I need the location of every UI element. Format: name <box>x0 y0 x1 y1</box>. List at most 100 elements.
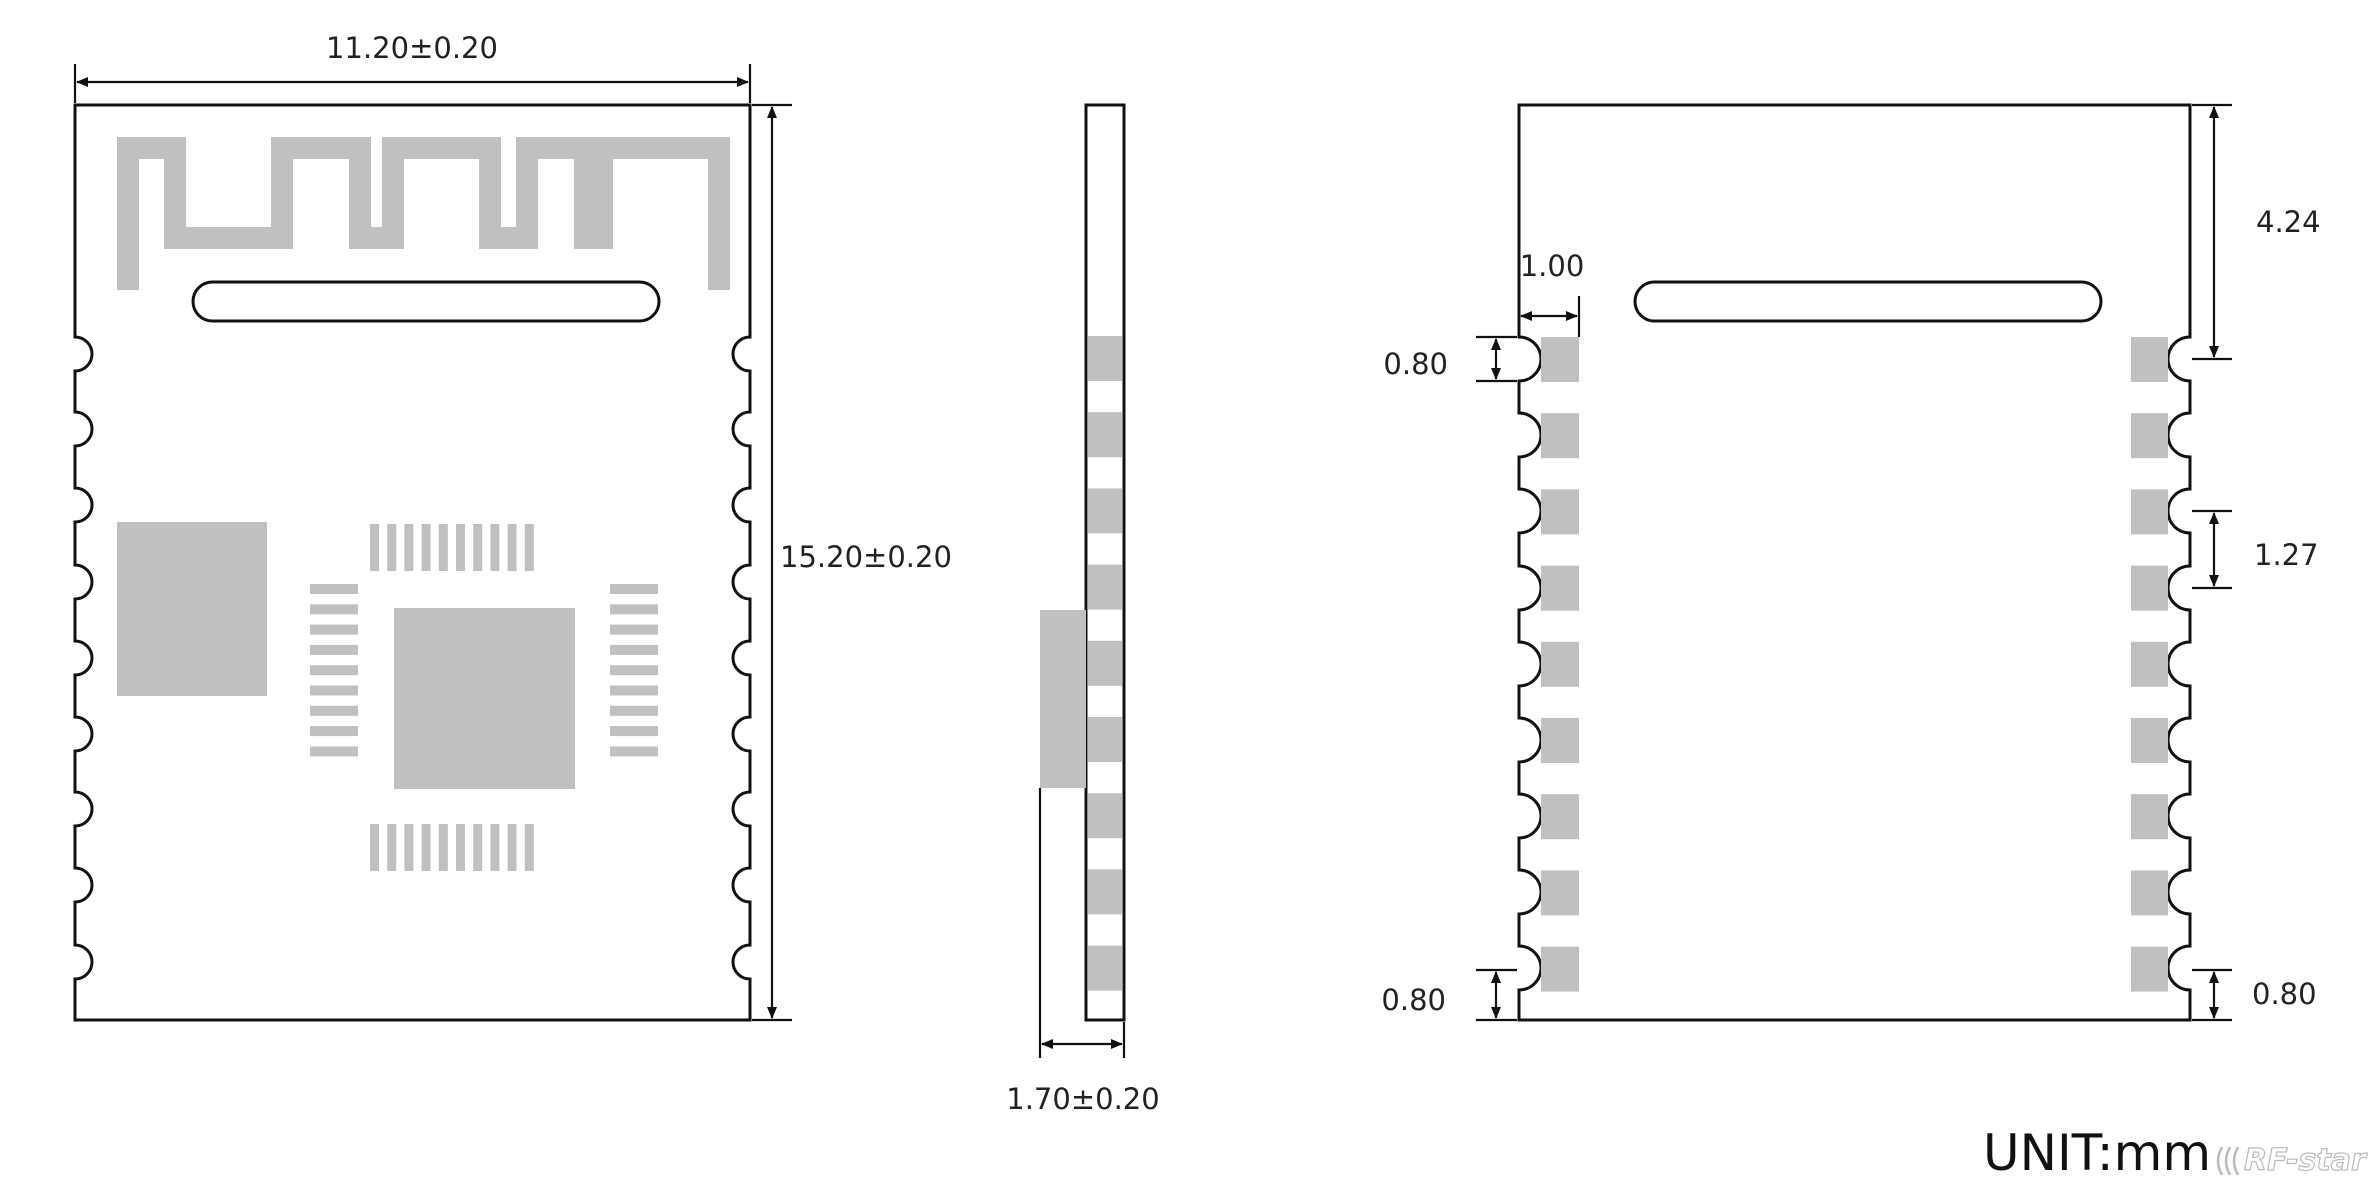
side-pad <box>1088 412 1122 458</box>
chip-pin <box>610 644 658 655</box>
bottom-pad-right <box>2131 489 2168 535</box>
side-pad <box>1088 336 1122 381</box>
pitch-dimension: 1.27 <box>2192 509 2319 590</box>
side-shield <box>1040 610 1086 788</box>
pad-width-top-dimension: 0.80 <box>1383 335 1517 383</box>
side-view: 1.70±0.20 <box>1006 103 1160 1116</box>
chip-pin <box>438 824 448 871</box>
chip-pin <box>610 726 658 737</box>
chip-pin <box>490 524 500 571</box>
chip-body <box>394 608 575 789</box>
chip-pin <box>310 705 358 716</box>
top-view-outline <box>73 103 752 1022</box>
chip-pin <box>438 524 448 571</box>
bottom-pad-left <box>1541 794 1579 840</box>
chip-pin <box>524 524 534 571</box>
chip-pin <box>473 524 483 571</box>
chip-pin <box>370 824 379 871</box>
unit-label: UNIT:mm <box>1983 1124 2211 1182</box>
top-view-width-dimension: 11.20±0.20 <box>73 31 752 103</box>
chip-pin <box>310 644 358 655</box>
side-pad <box>1088 640 1122 686</box>
side-view-pads <box>1088 336 1122 991</box>
dim-4-24-label: 4.24 <box>2256 205 2321 239</box>
side-pad <box>1088 869 1122 915</box>
bottom-pad-left <box>1541 565 1579 611</box>
top-view <box>73 103 752 1022</box>
bottom-pad-left <box>1541 946 1579 992</box>
pad-depth-dimension: 1.00 <box>1517 249 1585 337</box>
rf-star-watermark-logo: RF-star <box>2216 1142 2369 1179</box>
chip-pin <box>421 824 431 871</box>
bottom-left-label: 0.80 <box>1381 983 1446 1017</box>
chip-pin <box>490 824 500 871</box>
side-pad <box>1088 717 1122 762</box>
bottom-pad-right <box>2131 794 2168 840</box>
chip-pin <box>473 824 483 871</box>
chip-pin <box>610 746 658 757</box>
side-pad <box>1088 945 1122 991</box>
crystal-component <box>117 522 267 696</box>
pad-width-top-label: 0.80 <box>1383 347 1448 381</box>
bottom-pad-left <box>1541 489 1579 535</box>
bottom-view-outline <box>1517 103 2192 1022</box>
pad-depth-label: 1.00 <box>1520 249 1585 283</box>
chip-pin <box>310 665 358 676</box>
chip-pin <box>610 665 658 676</box>
bottom-slot <box>1633 280 2103 323</box>
bottom-pad-left <box>1541 337 1579 382</box>
bottom-pad-right <box>2131 337 2168 382</box>
bottom-pad-right <box>2131 870 2168 916</box>
bottom-view <box>1517 103 2192 1022</box>
chip-pin <box>507 524 517 571</box>
chip-pin <box>387 824 397 871</box>
side-pad <box>1088 488 1122 534</box>
chip-pin <box>610 584 658 594</box>
bottom-view-pads <box>1541 337 2168 992</box>
bottom-right-label: 0.80 <box>2252 977 2317 1011</box>
side-view-outline <box>1084 103 1126 1022</box>
top-to-first-pad-dimension: 4.24 <box>2192 103 2321 361</box>
chip-pin <box>310 746 358 757</box>
chip-pin <box>524 824 534 871</box>
chip-pin <box>387 524 397 571</box>
chip-pin <box>610 685 658 696</box>
chip-pin <box>610 705 658 716</box>
chip-pin <box>610 624 658 635</box>
chip-pins <box>310 524 658 871</box>
bottom-pad-right <box>2131 641 2168 687</box>
chip-pin <box>310 726 358 737</box>
watermark-text: RF-star <box>2244 1143 2368 1178</box>
bottom-pad-right <box>2131 413 2168 459</box>
bottom-pad-left <box>1541 718 1579 763</box>
side-pad <box>1088 793 1122 839</box>
chip-pin <box>456 824 465 871</box>
side-pad <box>1088 564 1122 610</box>
chip-pin <box>310 624 358 635</box>
chip-pin <box>404 524 414 571</box>
pitch-label: 1.27 <box>2254 538 2319 572</box>
chip-pin <box>404 824 414 871</box>
bottom-pad-left <box>1541 413 1579 459</box>
pcb-antenna-trace <box>117 137 730 290</box>
bottom-pad-right <box>2131 946 2168 992</box>
chip-pin <box>310 584 358 594</box>
bottom-pad-right <box>2131 718 2168 763</box>
bottom-pad-right <box>2131 565 2168 611</box>
thickness-label: 1.70±0.20 <box>1006 1082 1159 1116</box>
chip-pin <box>507 824 517 871</box>
bottom-pad-left <box>1541 870 1579 916</box>
antenna-slot <box>191 280 661 323</box>
chip-pin <box>310 604 358 615</box>
top-view-height-dimension: 15.20±0.20 <box>752 103 952 1022</box>
chip-pin <box>310 685 358 696</box>
width-label: 11.20±0.20 <box>326 31 498 65</box>
chip-pin <box>610 604 658 615</box>
chip-pin <box>421 524 431 571</box>
chip-pin <box>456 524 465 571</box>
chip-pin <box>370 524 379 571</box>
height-label: 15.20±0.20 <box>780 540 952 574</box>
bottom-right-dimension: 0.80 <box>2192 968 2317 1022</box>
bottom-left-dimension: 0.80 <box>1381 968 1517 1022</box>
